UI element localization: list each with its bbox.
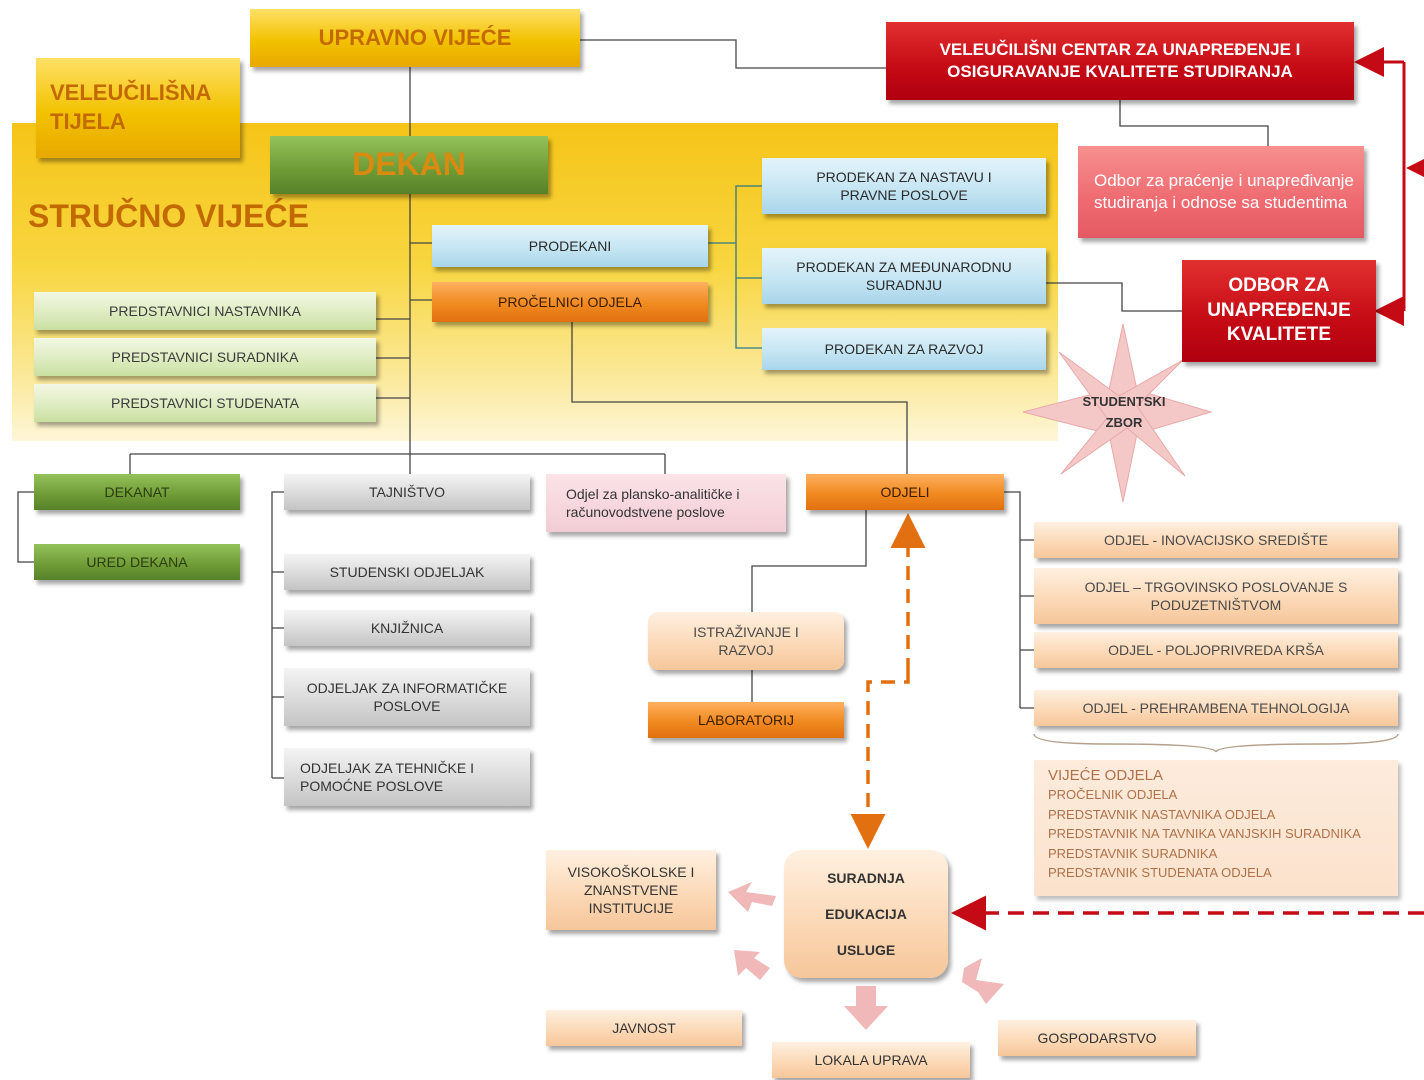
informaticki-box: ODJELJAK ZA INFORMATIČKE POSLOVE (284, 668, 530, 726)
department-item: ODJEL - PREHRAMBENA TEHNOLOGIJA (1034, 690, 1398, 726)
studenski-odjeljak-box: STUDENSKI ODJELJAK (284, 554, 530, 590)
predstavnici-suradnika-box: PREDSTAVNICI SURADNIKA (34, 338, 376, 376)
hub-edukacija: EDUKACIJA (825, 905, 907, 922)
prodekan-nastava-box: PRODEKAN ZA NASTAVU I PRAVNE POSLOVE (762, 158, 1046, 214)
lokalna-uprava-box: LOKALA UPRAVA (772, 1042, 970, 1078)
vijece-odjela-member: PROČELNIK ODJELA (1048, 787, 1178, 802)
tajnistvo-box: TAJNIŠTVO (284, 474, 530, 510)
tehnicki-box: ODJELJAK ZA TEHNIČKE I POMOĆNE POSLOVE (284, 748, 530, 806)
predstavnici-nastavnika-box: PREDSTAVNICI NASTAVNIKA (34, 292, 376, 330)
vijece-odjela-panel: VIJEĆE ODJELA PROČELNIK ODJELA PREDSTAVN… (1034, 760, 1398, 896)
istrazivanje-box: ISTRAŽIVANJE I RAZVOJ (648, 612, 844, 670)
centar-kvalitete-box: VELEUČILIŠNI CENTAR ZA UNAPREĐENJE I OSI… (886, 22, 1354, 100)
dekan-box: DEKAN (270, 136, 548, 194)
odbor-pracenje-box: Odbor za praćenje i unapređivanje studir… (1078, 146, 1364, 238)
hub-suradnja: SURADNJA (827, 869, 905, 886)
hub-box: SURADNJA EDUKACIJA USLUGE (784, 850, 948, 978)
hub-usluge: USLUGE (836, 941, 896, 958)
department-item: ODJEL - POLJOPRIVREDA KRŠA (1034, 632, 1398, 668)
predstavnici-studenata-box: PREDSTAVNICI STUDENATA (34, 384, 376, 422)
star-icon (1022, 323, 1213, 503)
dekanat-box: DEKANAT (34, 474, 240, 510)
odjeli-box: ODJELI (806, 474, 1004, 510)
plansko-analiticke-box: Odjel za plansko-analitičke i računovods… (546, 474, 786, 532)
visokoskolske-box: VISOKOŠKOLSKE I ZNANSTVENE INSTITUCIJE (546, 850, 716, 930)
prodekani-box: PRODEKANI (432, 225, 708, 267)
gospodarstvo-box: GOSPODARSTVO (998, 1020, 1196, 1056)
knjiznica-box: KNJIŽNICA (284, 610, 530, 646)
prodekan-medunarodna-box: PRODEKAN ZA MEĐUNARODNU SURADNJU (762, 248, 1046, 304)
javnost-box: JAVNOST (546, 1010, 742, 1046)
procelnici-odjela-box: PROČELNICI ODJELA (432, 282, 708, 322)
studentski-zbor-label: STUDENTSKI ZBOR (1082, 394, 1166, 430)
vijece-odjela-member: PREDSTAVNIK NA TAVNIKA VANJSKIH SURADNIK… (1048, 826, 1361, 841)
vijece-odjela-member: PREDSTAVNIK NASTAVNIKA ODJELA (1048, 806, 1276, 822)
laboratorij-box: LABORATORIJ (648, 702, 844, 738)
vijece-odjela-title: VIJEĆE ODJELA (1048, 767, 1164, 784)
vijece-odjela-member: PREDSTAVNIK SURADNIKA (1048, 845, 1218, 861)
upravno-vijece-box: UPRAVNO VIJEĆE (250, 9, 580, 67)
vijece-odjela-member: PREDSTAVNIK STUDENATA ODJELA (1048, 865, 1272, 880)
veleucilisna-tijela-box: VELEUČILIŠNA TIJELA (36, 58, 240, 158)
prodekan-razvoj-box: PRODEKAN ZA RAZVOJ (762, 328, 1046, 370)
strucno-vijece-title: STRUČNO VIJEĆE (28, 198, 309, 234)
department-item: ODJEL – TRGOVINSKO POSLOVANJE S PODUZETN… (1034, 568, 1398, 624)
ured-dekana-box: URED DEKANA (34, 544, 240, 580)
department-item: ODJEL - INOVACIJSKO SREDIŠTE (1034, 522, 1398, 558)
odbor-kvalitete-box: ODBOR ZA UNAPREĐENJE KVALITETE (1182, 260, 1376, 362)
